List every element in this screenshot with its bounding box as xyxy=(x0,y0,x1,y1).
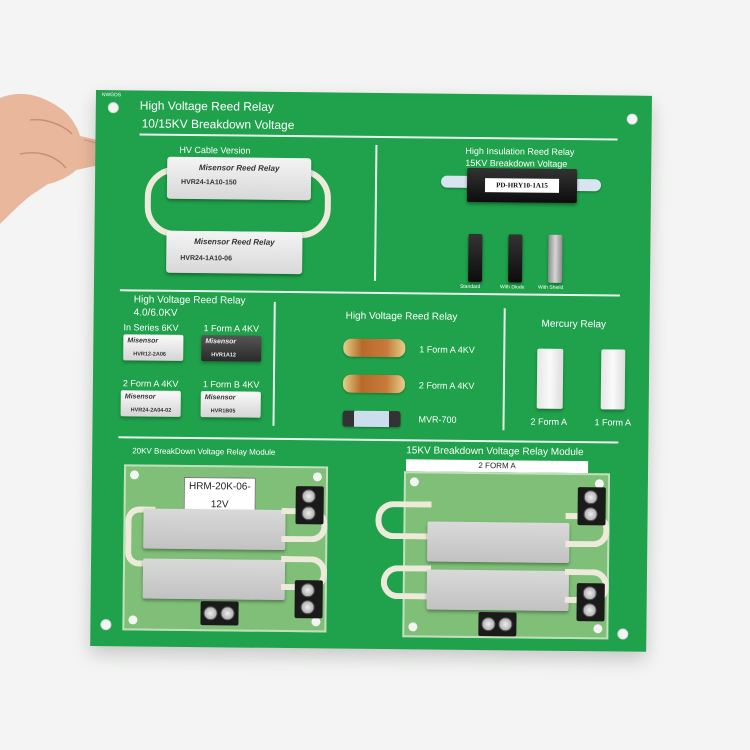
screw-icon xyxy=(481,617,496,632)
module-right-title: 15KV Breakdown Voltage Relay Module xyxy=(406,445,584,459)
label-2-form-a-middle: 2 Form A 4KV xyxy=(418,380,475,391)
high-insulation-title: High Insulation Reed Relay xyxy=(465,145,575,158)
reed-relay-with-diode xyxy=(508,234,523,283)
hv-relay-bar xyxy=(142,558,286,601)
label-in-series: In Series 6KV xyxy=(123,322,179,333)
screw-icon xyxy=(583,490,598,505)
label-2-form-a: 2 Form A 4KV xyxy=(122,378,179,389)
reed-relay-glass xyxy=(342,374,406,394)
terminal-block xyxy=(577,487,606,526)
terminal-block xyxy=(295,486,324,525)
divider xyxy=(118,436,619,443)
relay-model: PD-HRY10-1A15 xyxy=(484,178,560,193)
relay-hvr24-1a10-150: Misensor Reed Relay HVR24-1A10-150 xyxy=(166,156,312,201)
module-hole xyxy=(408,622,418,632)
relay-hvr1b05: Misensor HVR1B05 xyxy=(200,391,261,418)
reed-relay-glass xyxy=(343,338,406,358)
corner-mark: NWGDS xyxy=(101,92,122,99)
module-hole xyxy=(311,617,321,627)
mount-hole xyxy=(626,113,638,125)
pcb-board: NWGDS High Voltage Reed Relay 10/15KV Br… xyxy=(90,90,652,652)
hv-relay-4-6-sub: 4.0/6.0KV xyxy=(133,307,178,319)
relay-brand: Misensor Reed Relay xyxy=(198,163,280,173)
relay-hvr24-2a04-02: Misensor HVR24-2A04-02 xyxy=(120,390,181,417)
module-hole xyxy=(129,470,140,480)
reed-relay-standard xyxy=(468,233,483,283)
screw-icon xyxy=(582,586,597,601)
module-wire xyxy=(380,565,432,600)
divider xyxy=(139,133,618,140)
label-standard: Standard xyxy=(459,283,481,291)
relay-model: HVR24-1A10-150 xyxy=(181,178,237,187)
label-mercury-2a: 2 Form A xyxy=(530,416,568,427)
label-mvr-700: MVR-700 xyxy=(418,414,457,425)
relay-model: HVR24-2A04-02 xyxy=(130,407,172,414)
screw-icon xyxy=(300,600,315,615)
relay-pd-hry10-1a15: PD-HRY10-1A15 xyxy=(466,167,578,204)
board-title: High Voltage Reed Relay xyxy=(139,98,275,114)
relay-brand: Misensor Reed Relay xyxy=(194,237,275,247)
hv-relay-bar xyxy=(426,569,569,611)
module-hole xyxy=(312,472,323,482)
terminal-block xyxy=(478,612,517,637)
relay-model: HVR1A12 xyxy=(211,352,237,359)
relay-module-15kv xyxy=(375,471,611,640)
label-mercury-1a: 1 Form A xyxy=(594,417,632,428)
screw-icon xyxy=(301,506,316,521)
mount-hole xyxy=(100,619,112,631)
divider xyxy=(272,301,276,426)
terminal-block xyxy=(200,601,239,626)
hv-relay-bar xyxy=(427,521,570,563)
relay-brand: Misensor xyxy=(124,393,156,401)
reed-relay-mvr700 xyxy=(342,410,401,428)
label-1-form-b: 1 Form B 4KV xyxy=(202,379,260,390)
relay-model: HVR24-1A10-06 xyxy=(180,254,233,263)
relay-hvr24-1a10-06: Misensor Reed Relay HVR24-1A10-06 xyxy=(166,230,303,275)
module-wire xyxy=(375,500,432,540)
hv-relay-bar xyxy=(143,508,286,551)
label-1-form-a-middle: 1 Form A 4KV xyxy=(419,344,475,355)
hv-reed-middle-title: High Voltage Reed Relay xyxy=(345,310,458,323)
label-with-diode: With Diode xyxy=(499,284,525,291)
relay-hvr12-2a06: Misensor HVR12-2A06 xyxy=(123,334,184,361)
mercury-relay-1a xyxy=(600,349,626,410)
mercury-relay-2a xyxy=(536,348,564,409)
relay-brand: Misensor xyxy=(204,394,236,402)
reed-relay-with-shield xyxy=(548,234,563,283)
screw-icon xyxy=(300,583,315,598)
terminal-block xyxy=(294,580,323,619)
mount-hole xyxy=(617,628,629,640)
screw-icon xyxy=(220,606,235,621)
relay-module-20kv: HRM-20K-06-12V xyxy=(122,464,329,633)
label-1-form-a: 1 Form A 4KV xyxy=(203,323,260,334)
module-hole xyxy=(128,615,138,625)
module-hole xyxy=(409,477,419,487)
module-left-title: 20KV BreakDown Voltage Relay Module xyxy=(132,446,276,457)
relay-brand: Misensor xyxy=(205,338,237,346)
divider xyxy=(374,144,377,281)
relay-brand: Misensor xyxy=(127,337,159,345)
screw-icon xyxy=(301,489,316,504)
screw-icon xyxy=(203,606,218,621)
relay-model: HVR1B05 xyxy=(210,408,236,415)
module-hole xyxy=(593,624,603,634)
screw-icon xyxy=(583,507,598,522)
mercury-title: Mercury Relay xyxy=(541,318,607,331)
screw-icon xyxy=(498,617,513,632)
relay-model: HVR12-2A06 xyxy=(133,351,166,358)
relay-hvr1a12: Misensor HVR1A12 xyxy=(201,335,262,362)
hv-relay-4-6-title: High Voltage Reed Relay xyxy=(133,294,246,307)
board-subtitle: 10/15KV Breakdown Voltage xyxy=(141,116,295,133)
hv-cable-label: HV Cable Version xyxy=(179,144,251,156)
mount-hole xyxy=(107,102,119,114)
terminal-block xyxy=(576,583,605,622)
divider xyxy=(502,308,506,431)
screw-icon xyxy=(582,603,597,618)
label-with-shield: With Shield xyxy=(537,284,564,291)
